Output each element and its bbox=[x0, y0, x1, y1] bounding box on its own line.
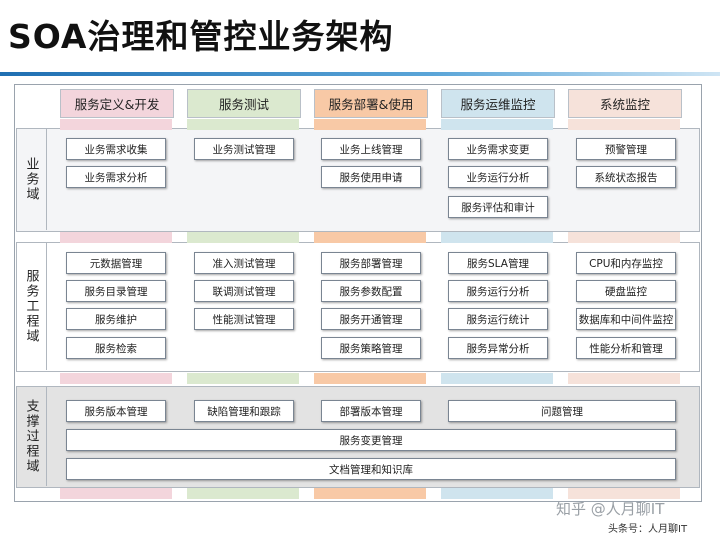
band-top-col3 bbox=[314, 119, 426, 130]
footer-credit: 头条号：人月聊IT bbox=[608, 524, 688, 535]
support-domain-label: 支撑过程域 bbox=[16, 386, 47, 486]
function-box: 预警管理 bbox=[576, 138, 676, 160]
column-header-testing: 服务测试 bbox=[187, 89, 301, 118]
function-box: 服务维护 bbox=[66, 308, 166, 330]
column-header-operations: 服务运维监控 bbox=[441, 89, 555, 118]
function-box: 业务需求变更 bbox=[448, 138, 548, 160]
band-top-col5 bbox=[568, 119, 680, 130]
function-box: 部署版本管理 bbox=[321, 400, 421, 422]
band-bottom-col4 bbox=[441, 488, 553, 499]
function-box: 服务目录管理 bbox=[66, 280, 166, 302]
business-domain-label: 业务域 bbox=[16, 128, 47, 230]
band-mid-col4 bbox=[441, 232, 553, 243]
function-box: 业务测试管理 bbox=[194, 138, 294, 160]
function-box: 业务需求分析 bbox=[66, 166, 166, 188]
function-box: 数据库和中间件监控 bbox=[576, 308, 676, 330]
band-low-col3 bbox=[314, 373, 426, 384]
function-box: 性能测试管理 bbox=[194, 308, 294, 330]
function-box: 缺陷管理和跟踪 bbox=[194, 400, 294, 422]
column-header-deployment: 服务部署&使用 bbox=[314, 89, 428, 118]
engineering-domain-label: 服务工程域 bbox=[16, 242, 47, 370]
function-box: 服务使用申请 bbox=[321, 166, 421, 188]
function-box: 服务评估和审计 bbox=[448, 196, 548, 218]
function-box: 服务运行统计 bbox=[448, 308, 548, 330]
band-bottom-col5 bbox=[568, 488, 680, 499]
page-title: SOA治理和管控业务架构 bbox=[8, 17, 394, 56]
band-low-col1 bbox=[60, 373, 172, 384]
band-top-col4 bbox=[441, 119, 553, 130]
band-mid-col2 bbox=[187, 232, 299, 243]
function-box: 服务参数配置 bbox=[321, 280, 421, 302]
function-box-full: 文档管理和知识库 bbox=[66, 458, 676, 480]
band-top-col2 bbox=[187, 119, 299, 130]
function-box: 性能分析和管理 bbox=[576, 337, 676, 359]
function-box: 服务异常分析 bbox=[448, 337, 548, 359]
function-box: 服务开通管理 bbox=[321, 308, 421, 330]
function-box: 准入测试管理 bbox=[194, 252, 294, 274]
band-mid-col3 bbox=[314, 232, 426, 243]
function-box: 服务部署管理 bbox=[321, 252, 421, 274]
function-box: 服务版本管理 bbox=[66, 400, 166, 422]
column-header-system-monitoring: 系统监控 bbox=[568, 89, 682, 118]
function-box: 业务上线管理 bbox=[321, 138, 421, 160]
function-box: 硬盘监控 bbox=[576, 280, 676, 302]
band-bottom-col3 bbox=[314, 488, 426, 499]
band-mid-col1 bbox=[60, 232, 172, 243]
band-low-col5 bbox=[568, 373, 680, 384]
band-bottom-col1 bbox=[60, 488, 172, 499]
watermark: 知乎 @人月聊IT bbox=[556, 500, 665, 518]
band-bottom-col2 bbox=[187, 488, 299, 499]
function-box-full: 服务变更管理 bbox=[66, 429, 676, 451]
band-low-col4 bbox=[441, 373, 553, 384]
band-top-col1 bbox=[60, 119, 172, 130]
function-box-wide: 问题管理 bbox=[448, 400, 676, 422]
function-box: 服务检索 bbox=[66, 337, 166, 359]
function-box: 服务SLA管理 bbox=[448, 252, 548, 274]
function-box: 业务需求收集 bbox=[66, 138, 166, 160]
band-low-col2 bbox=[187, 373, 299, 384]
function-box: 服务运行分析 bbox=[448, 280, 548, 302]
band-mid-col5 bbox=[568, 232, 680, 243]
function-box: 服务策略管理 bbox=[321, 337, 421, 359]
function-box: 系统状态报告 bbox=[576, 166, 676, 188]
title-underline bbox=[0, 72, 720, 76]
function-box: CPU和内存监控 bbox=[576, 252, 676, 274]
function-box: 联调测试管理 bbox=[194, 280, 294, 302]
function-box: 业务运行分析 bbox=[448, 166, 548, 188]
column-header-definition: 服务定义&开发 bbox=[60, 89, 174, 118]
function-box: 元数据管理 bbox=[66, 252, 166, 274]
